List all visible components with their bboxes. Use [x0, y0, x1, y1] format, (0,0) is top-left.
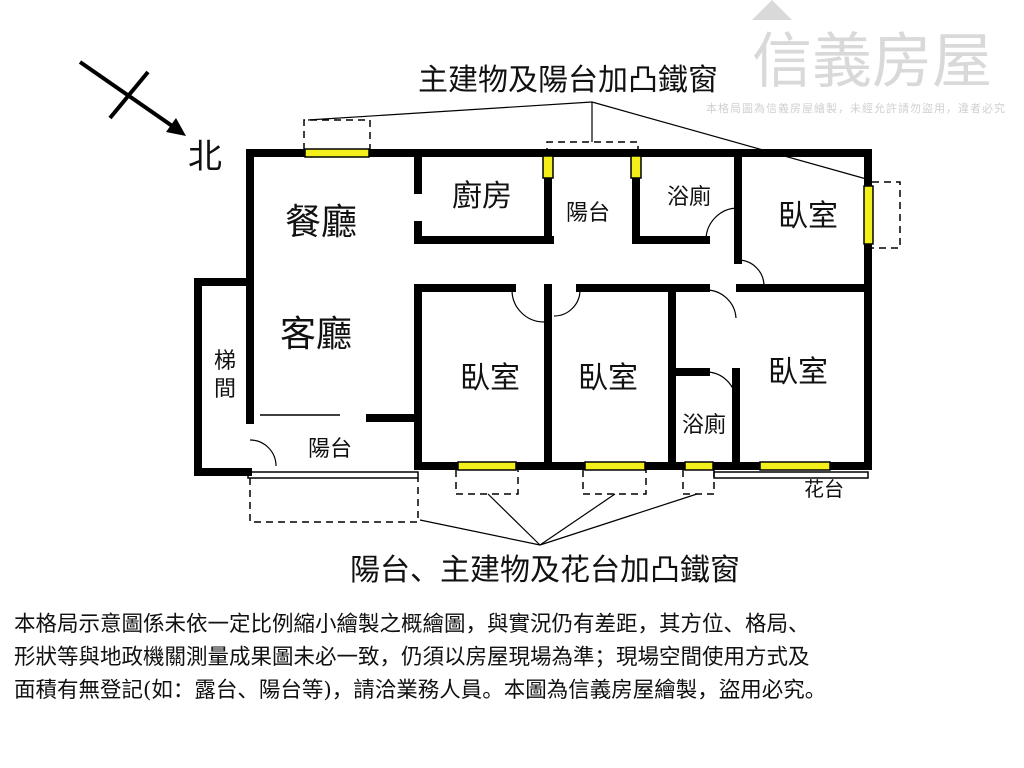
room-bedroom-1: 臥室 — [460, 361, 520, 396]
door-arcs — [249, 207, 765, 467]
room-bedroom-2: 臥室 — [578, 361, 638, 396]
disclaimer-line: 面積有無登記(如：露台、陽台等)，請洽業務人員。本圖為信義房屋繪製，盜用必究。 — [14, 678, 827, 703]
room-balcony-bottom: 陽台 — [308, 437, 352, 462]
room-bath-bottom: 浴廁 — [682, 413, 726, 438]
callout-bottom: 陽台、主建物及花台加凸鐵窗 — [350, 553, 740, 588]
walls — [194, 149, 872, 476]
room-living: 客廳 — [280, 314, 352, 355]
windows — [304, 148, 874, 471]
room-bedroom-top-right: 臥室 — [778, 199, 838, 234]
room-dining: 餐廳 — [285, 202, 357, 243]
iron-window-projections — [249, 119, 901, 523]
north-arrow-icon — [78, 60, 186, 136]
room-bedroom-3: 臥室 — [768, 355, 828, 390]
room-bath-top: 浴廁 — [667, 185, 711, 210]
watermark-logo-icon — [752, 0, 792, 20]
room-planter: 花台 — [804, 477, 844, 501]
watermark-brand: 信義房屋 — [752, 27, 992, 97]
room-kitchen: 廚房 — [452, 179, 512, 214]
disclaimer-line: 形狀等與地政機關測量成果圖未必一致，仍須以房屋現場為準；現場空間使用方式及 — [14, 645, 810, 670]
callout-top: 主建物及陽台加凸鐵窗 — [418, 63, 718, 98]
room-stairs: 梯間 — [214, 349, 237, 402]
watermark-notice: 本格局圖為信義房屋繪製，未經允許請勿盜用，違者必究 — [706, 101, 1006, 115]
callout-lines-bottom — [419, 493, 698, 546]
north-label: 北 — [188, 137, 222, 177]
room-balcony-top: 陽台 — [566, 201, 610, 226]
disclaimer-line: 本格局示意圖係未依一定比例縮小繪製之概繪圖，與實況仍有差距，其方位、格局、 — [14, 612, 810, 637]
callout-lines-top — [307, 101, 871, 181]
disclaimer: 本格局示意圖係未依一定比例縮小繪製之概繪圖，與實況仍有差距，其方位、格局、 形狀… — [14, 608, 1004, 707]
balcony-rails — [247, 414, 869, 479]
watermark: 信義房屋 本格局圖為信義房屋繪製，未經允許請勿盜用，違者必究 — [706, 0, 1006, 115]
